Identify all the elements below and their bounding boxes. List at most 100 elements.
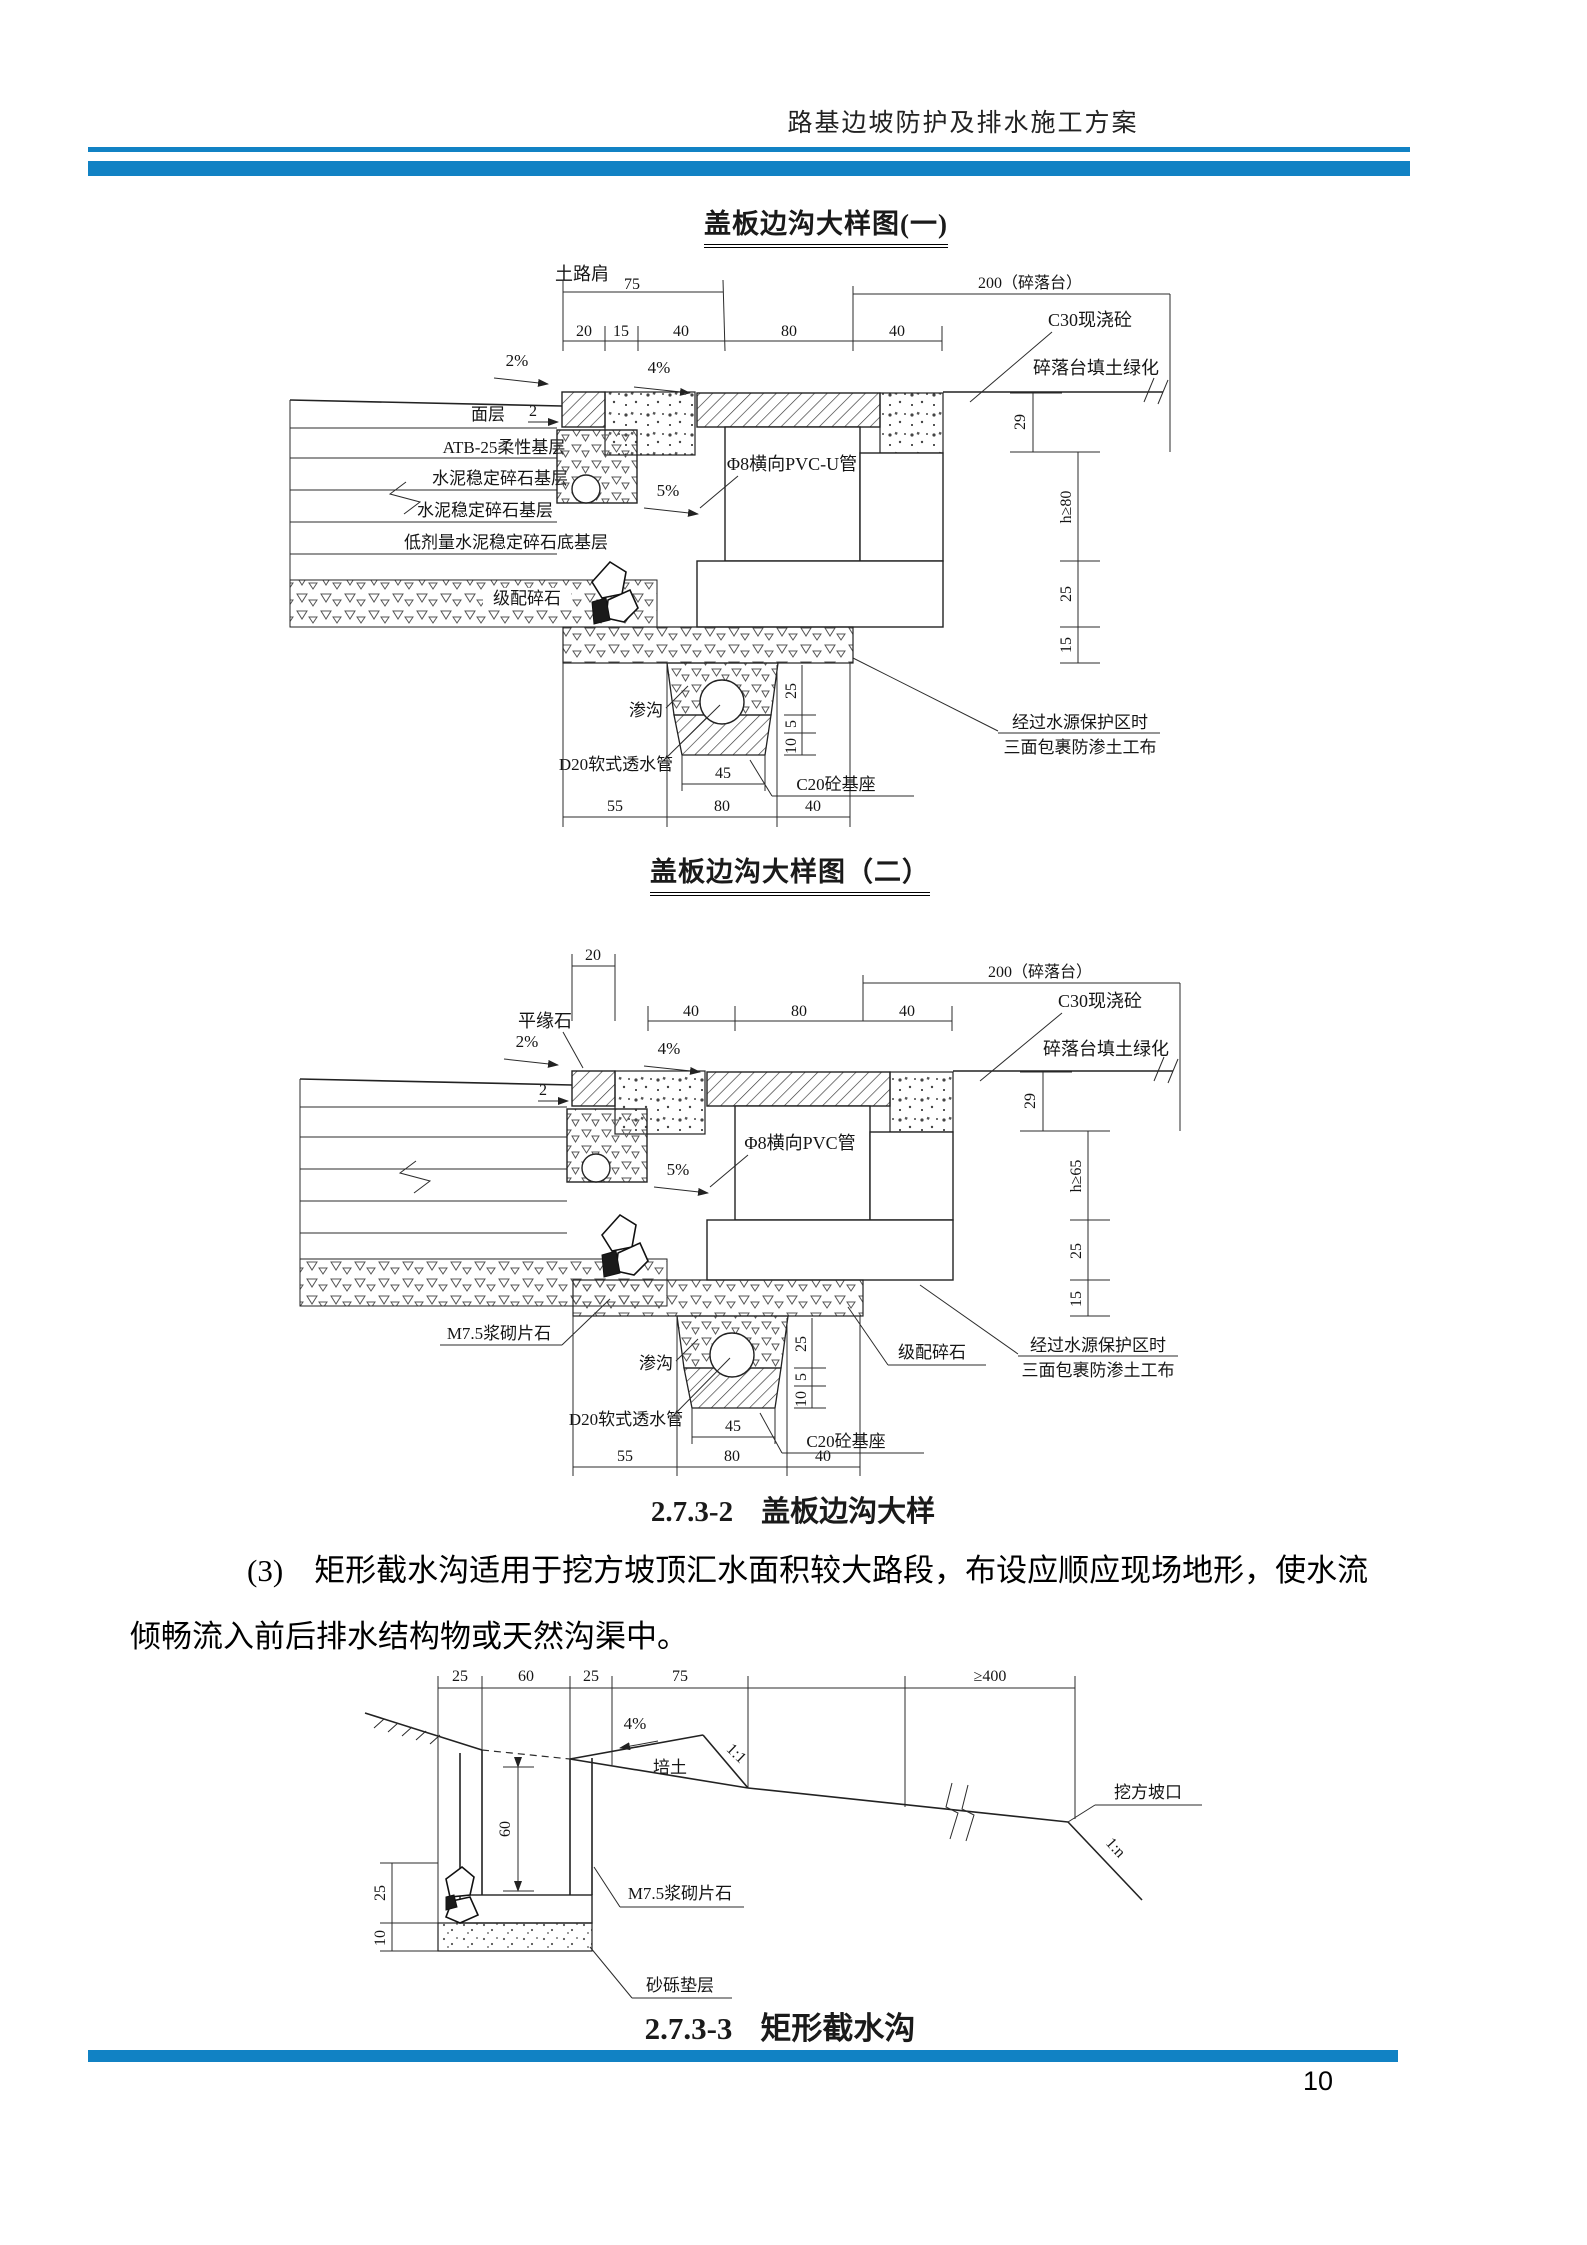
fig1-dim-200: 200（碎落台） <box>978 274 1082 292</box>
fig2-label-protect-1: 经过水源保护区时 <box>1030 1336 1166 1355</box>
figure2-title: 盖板边沟大样图（二） <box>650 850 930 896</box>
fig2-label-protect-2: 三面包裹防渗土工布 <box>1022 1361 1175 1380</box>
fig1-label-greening: 碎落台填土绿化 <box>1033 358 1159 378</box>
footer-rule <box>88 2050 1398 2062</box>
fig3-dim-75: 75 <box>672 1668 688 1685</box>
paragraph-line2: 倾畅流入前后排水结构物或天然沟渠中。 <box>130 1619 688 1654</box>
fig2-label-seepage-ditch: 渗沟 <box>639 1354 673 1373</box>
fig2-infiltration-trench: 渗沟 D20软式透水管 <box>569 1315 789 1429</box>
fig2-dim-40b: 40 <box>899 1003 915 1020</box>
fig1-dim-5: 5 <box>783 720 800 728</box>
fig1-dim-15-right: 15 <box>1058 637 1075 653</box>
fig2-right-dimensions: 29 h≥65 25 15 <box>1020 1071 1110 1317</box>
fig1-infiltration-trench: 渗沟 D20软式透水管 <box>559 662 779 774</box>
fig2-bottom-dimensions: 45 55 80 40 25 5 10 <box>572 1316 861 1476</box>
fig1-dim-20: 20 <box>576 323 592 340</box>
fig2-note-labels: 级配碎石 C20砼基座 经过水源保护区时 三面包裹防渗土工布 <box>759 1284 1178 1454</box>
fig1-dim-25-right: 25 <box>1058 586 1075 602</box>
fig1-top-dimensions: 土路肩 75 200（碎落台） 20 15 40 80 40 <box>555 264 1170 352</box>
fig1-label-d20-pipe: D20软式透水管 <box>559 755 673 774</box>
fig2-dim-80b: 80 <box>724 1448 740 1465</box>
fig1-dim-75: 75 <box>624 276 640 293</box>
fig1-slope-2pct: 2% <box>506 351 529 370</box>
fig1-label-surface-course: 面层 <box>471 405 505 424</box>
fig2-dim-15-right: 15 <box>1068 1291 1085 1307</box>
fig1-dim-2: 2 <box>529 403 537 420</box>
fig2-label-c30: C30现浇砼 <box>1058 991 1142 1011</box>
fig1-structure <box>556 294 1171 664</box>
fig1-label-cement-base2: 水泥稳定碎石基层 <box>417 501 553 520</box>
fig3-dim-25b: 25 <box>583 1668 599 1685</box>
fig2-slope-2pct: 2% <box>516 1032 539 1051</box>
fig3-dim-60: 60 <box>518 1668 534 1685</box>
fig1-dim-10: 10 <box>783 738 800 754</box>
fig2-dim-40c: 40 <box>815 1448 831 1465</box>
fig2-slope-5pct: 5% <box>667 1160 690 1179</box>
fig2-slope-labels: 2% 4% 5% <box>503 1032 709 1196</box>
fig2-label-flat-curb: 平缘石 <box>518 1011 572 1031</box>
fig2-right-labels: C30现浇砼 碎落台填土绿化 <box>979 991 1169 1082</box>
page-header-title: 路基边坡防护及排水施工方案 <box>787 110 1139 137</box>
fig3-top-dimensions: 25 60 25 75 ≥400 <box>437 1668 1076 1819</box>
fig1-dim-40c: 40 <box>805 798 821 815</box>
fig1-right-dimensions: 29 h≥80 25 15 <box>1010 392 1100 664</box>
header-rule-thick <box>88 161 1410 176</box>
page-number: 10 <box>1302 2066 1334 2096</box>
fig1-dim-45: 45 <box>715 765 731 782</box>
fig2-dim-2: 2 <box>539 1082 547 1099</box>
fig1-bottom-dimensions: 45 55 80 40 25 5 10 <box>562 663 851 827</box>
fig1-dim-80b: 80 <box>714 798 730 815</box>
fig3-dim-25v: 25 <box>372 1885 389 1901</box>
fig2-dim-10: 10 <box>793 1391 810 1407</box>
fig2-dim-20: 20 <box>585 947 601 964</box>
fig3-dim-10v: 10 <box>372 1930 389 1946</box>
fig3-dim-400: ≥400 <box>974 1668 1007 1685</box>
fig2-dim-h65: h≥65 <box>1068 1160 1085 1193</box>
fig2-label-m75: M7.5浆砌片石 <box>447 1324 551 1343</box>
fig1-dim-25-bottom: 25 <box>783 683 800 699</box>
fig2-dim-25-bottom: 25 <box>793 1336 810 1352</box>
fig1-label-earth-shoulder: 土路肩 <box>555 264 609 284</box>
fig1-slope-5pct: 5% <box>657 481 680 500</box>
fig3-ground-and-slopes: 4% 培土 1:1 挖方坡口 1:n <box>364 1712 1202 1901</box>
figure3-drawing: 25 60 25 75 ≥400 4% 培土 1:1 挖方坡口 1:n <box>364 1668 1202 1999</box>
fig2-dim-200: 200（碎落台） <box>988 963 1092 981</box>
fig2-top-dimensions: 20 200（碎落台） 40 80 40 <box>571 947 1180 1031</box>
fig2-label-greening: 碎落台填土绿化 <box>1043 1039 1169 1059</box>
fig2-label-pvc-pipe: Φ8横向PVC管 <box>744 1133 855 1153</box>
fig3-ditch-structure: 60 <box>437 1715 593 1952</box>
fig1-slope-labels: 2% 4% 5% <box>493 351 699 517</box>
fig1-right-labels: C30现浇砼 碎落台填土绿化 <box>969 310 1159 403</box>
fig3-dim-25a: 25 <box>452 1668 468 1685</box>
fig2-structure <box>566 983 1181 1317</box>
header-rule-thin <box>88 147 1410 152</box>
fig2-curb-label: 平缘石 <box>518 1011 584 1069</box>
fig3-dim-60v: 60 <box>497 1821 514 1837</box>
fig1-label-atb-base: ATB-25柔性基层 <box>443 438 566 457</box>
figure3-caption-text: 矩形截水沟 <box>760 2011 916 2046</box>
fig3-label-m75: M7.5浆砌片石 <box>628 1884 732 1903</box>
figure2-caption-number: 2.7.3-2 <box>650 1496 734 1528</box>
fig1-label-lowcement-subbase: 低剂量水泥稳定碎石底基层 <box>404 533 608 552</box>
fig2-label-d20-pipe: D20软式透水管 <box>569 1410 683 1429</box>
figure3-caption: 2.7.3-3 矩形截水沟 <box>645 2003 916 2048</box>
fig1-label-protect-1: 经过水源保护区时 <box>1012 713 1148 732</box>
fig2-dim-40a: 40 <box>683 1003 699 1020</box>
fig1-label-seepage-ditch: 渗沟 <box>629 701 663 720</box>
figure2-drawing: 20 200（碎落台） 40 80 40 2% 4% 5% 平缘石 <box>299 947 1181 1476</box>
figure1-title: 盖板边沟大样图(一) <box>704 202 948 248</box>
fig1-dim-29: 29 <box>1012 414 1029 430</box>
fig1-label-c30: C30现浇砼 <box>1048 310 1132 330</box>
fig1-dim-55: 55 <box>607 798 623 815</box>
fig1-dim-h80: h≥80 <box>1058 491 1075 524</box>
fig1-label-graded-gravel: 级配碎石 <box>493 589 561 608</box>
fig3-left-dimensions: 25 10 <box>372 1862 438 1952</box>
fig1-label-pvc-pipe: Φ8横向PVC-U管 <box>727 454 857 474</box>
fig2-dim-29: 29 <box>1022 1093 1039 1109</box>
fig1-slope-4pct: 4% <box>648 358 671 377</box>
figure3-caption-number: 2.7.3-3 <box>644 2011 733 2046</box>
fig3-note-labels: M7.5浆砌片石 砂砾垫层 <box>589 1866 744 1999</box>
fig2-dim-5: 5 <box>793 1373 810 1381</box>
